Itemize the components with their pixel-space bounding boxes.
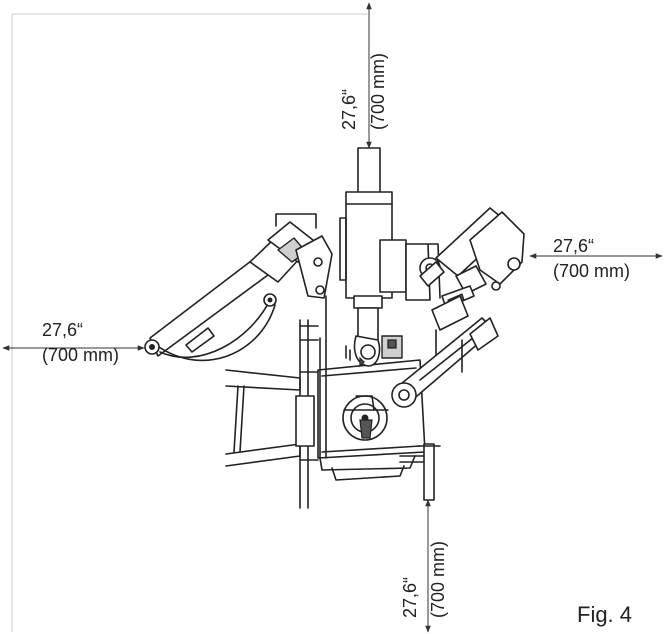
helper-arm xyxy=(431,207,525,361)
dimension-top-metric: (700 mm) xyxy=(368,53,388,130)
dimension-label-left: 27,6“ (700 mm) xyxy=(42,320,119,365)
clearance-frame xyxy=(11,13,368,632)
dimension-label-right: 27,6“ (700 mm) xyxy=(553,236,630,281)
turntable xyxy=(342,395,389,441)
tire-changer-machine xyxy=(144,147,525,509)
right-bracket xyxy=(379,239,445,301)
central-column xyxy=(339,147,403,368)
figure-label: Fig. 4 xyxy=(577,602,632,627)
pedal-post xyxy=(399,443,441,501)
dimension-top-value: 27,6“ xyxy=(339,89,359,130)
dimension-bottom-value: 27,6“ xyxy=(400,577,420,618)
bead-breaker-arm xyxy=(144,213,333,362)
dimension-right-value: 27,6“ xyxy=(553,236,594,256)
dimension-left-value: 27,6“ xyxy=(42,320,83,340)
wheel-clamp-frame xyxy=(225,325,319,467)
dimension-bottom-metric: (700 mm) xyxy=(428,541,448,618)
dimension-right-metric: (700 mm) xyxy=(553,261,630,281)
tool-arm xyxy=(391,317,499,408)
dimension-label-top: 27,6“ (700 mm) xyxy=(339,53,388,130)
dimension-left-metric: (700 mm) xyxy=(42,345,119,365)
dimension-label-bottom: 27,6“ (700 mm) xyxy=(400,541,448,618)
